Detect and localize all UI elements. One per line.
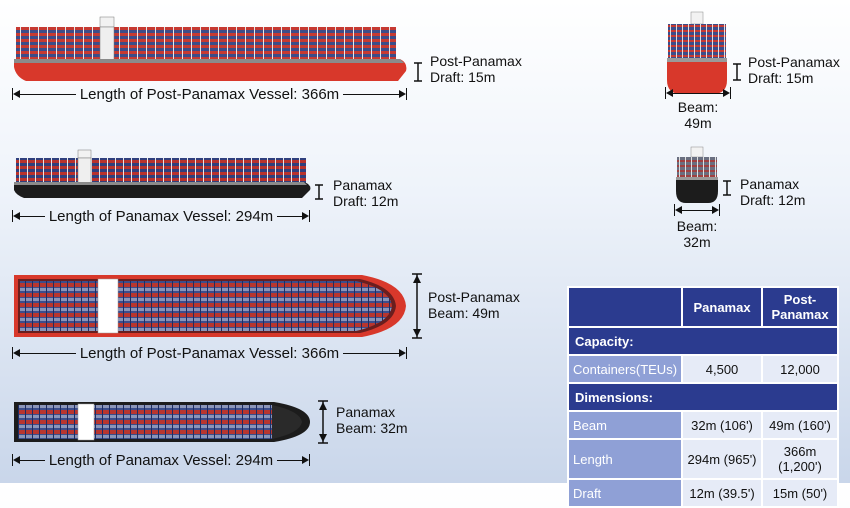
post-panamax-top-beam-label: Beam: 49m <box>428 305 500 321</box>
table-row-label: Draft <box>569 480 682 506</box>
table-row: Draft 12m (39.5') 15m (50') <box>569 480 837 506</box>
table-cell-post-panamax: 12,000 <box>763 356 837 382</box>
panamax-top-ship <box>14 402 310 442</box>
table-row: Length 294m (965') 366m (1,200') <box>569 440 837 478</box>
panamax-side-length-dimension: Length of Panamax Vessel: 294m <box>12 207 310 225</box>
table-cell-post-panamax: 366m (1,200') <box>763 440 837 478</box>
post-panamax-front-draft-marker <box>732 63 742 81</box>
panamax-top-class-label: Panamax <box>336 404 396 420</box>
panamax-side-ship <box>14 149 311 198</box>
table-header-post-panamax: Post-Panamax <box>763 288 837 326</box>
post-panamax-side-view <box>12 15 407 85</box>
panamax-side-view <box>12 148 312 200</box>
table-cell-post-panamax: 49m (160') <box>763 412 837 438</box>
table-section-row: Dimensions: <box>569 384 837 410</box>
table-row: Containers(TEUs) 4,500 12,000 <box>569 356 837 382</box>
panamax-side-draft-label: Draft: 12m <box>333 193 399 209</box>
post-panamax-top-class-label: Post-Panamax <box>428 289 520 305</box>
specifications-table: Panamax Post-Panamax Capacity: Container… <box>567 286 839 508</box>
panamax-side-class-label: Panamax <box>333 177 393 193</box>
table-section-row: Capacity: <box>569 328 837 354</box>
post-panamax-front-beam-dimension <box>665 87 731 99</box>
capacity-section-title: Capacity: <box>569 328 837 354</box>
post-panamax-front-view <box>665 10 729 96</box>
post-panamax-draft-marker <box>413 62 423 82</box>
panamax-side-length-label: Length of Panamax Vessel: 294m <box>48 207 274 225</box>
table-cell-panamax: 4,500 <box>683 356 762 382</box>
panamax-front-view <box>674 145 720 205</box>
post-panamax-front-beam-label: Beam: <box>677 99 719 115</box>
table-cell-panamax: 32m (106') <box>683 412 762 438</box>
panamax-front-draft-marker <box>722 180 732 196</box>
post-panamax-front-class-label: Post-Panamax <box>748 54 840 70</box>
post-panamax-top-length-dimension: Length of Post-Panamax Vessel: 366m <box>12 344 408 362</box>
panamax-front-class-label: Panamax <box>740 176 800 192</box>
post-panamax-side-ship <box>14 16 407 81</box>
post-panamax-front-beam-value: 49m <box>684 115 712 131</box>
post-panamax-side-class-label: Post-Panamax <box>430 53 522 69</box>
post-panamax-side-length-label: Length of Post-Panamax Vessel: 366m <box>79 85 340 103</box>
post-panamax-top-length-label: Length of Post-Panamax Vessel: 366m <box>79 344 340 362</box>
table-row-label: Length <box>569 440 682 478</box>
post-panamax-top-view <box>12 273 408 339</box>
panamax-draft-marker <box>314 184 324 200</box>
panamax-top-beam-label: Beam: 32m <box>336 420 408 436</box>
panamax-top-view <box>12 400 312 444</box>
panamax-front-beam-label: Beam: <box>676 218 718 234</box>
post-panamax-front-ship <box>667 11 727 94</box>
panamax-front-draft-label: Draft: 12m <box>740 192 806 208</box>
panamax-top-beam-marker <box>316 400 330 444</box>
panamax-front-ship <box>676 146 718 203</box>
table-cell-panamax: 12m (39.5') <box>683 480 762 506</box>
table-header-row: Panamax Post-Panamax <box>569 288 837 326</box>
post-panamax-side-length-dimension: Length of Post-Panamax Vessel: 366m <box>12 85 408 103</box>
table-cell-panamax: 294m (965') <box>683 440 762 478</box>
panamax-top-length-dimension: Length of Panamax Vessel: 294m <box>12 451 310 469</box>
table-row: Beam 32m (106') 49m (160') <box>569 412 837 438</box>
table-cell-post-panamax: 15m (50') <box>763 480 837 506</box>
panamax-front-beam-value: 32m <box>683 234 711 250</box>
post-panamax-front-draft-label: Draft: 15m <box>748 70 814 86</box>
dimensions-section-title: Dimensions: <box>569 384 837 410</box>
panamax-front-beam-dimension <box>674 204 720 216</box>
post-panamax-top-ship <box>14 275 406 337</box>
table-header-blank <box>569 288 682 326</box>
table-row-label: Beam <box>569 412 682 438</box>
post-panamax-side-draft-label: Draft: 15m <box>430 69 496 85</box>
table-row-label: Containers(TEUs) <box>569 356 682 382</box>
table-header-panamax: Panamax <box>683 288 762 326</box>
panamax-top-length-label: Length of Panamax Vessel: 294m <box>48 451 274 469</box>
post-panamax-top-beam-marker <box>410 273 424 339</box>
